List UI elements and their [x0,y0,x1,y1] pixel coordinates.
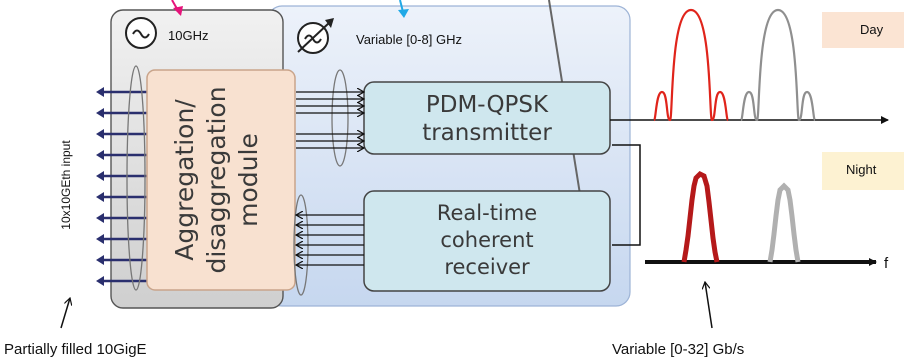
transmitter-line-2: transmitter [422,120,552,146]
day-badge [822,12,904,48]
transmitter-line-1: PDM-QPSK [426,92,549,118]
receiver-line-1: Real-time [437,201,537,225]
day-red-spectrum [652,8,730,122]
tx-loop-ellipse [331,69,349,167]
bottom-left-label: Partially filled 10GigE [4,341,147,358]
night-grey-spectrum [767,182,801,263]
aggregation-module-label: Aggregation/ disaggregation module [170,86,263,273]
day-label: Day [860,22,884,37]
day-grey-spectrum [739,8,817,122]
receiver-box [363,190,611,292]
night-badge [822,152,904,190]
night-red-spectrum [681,170,720,263]
variable-clock-icon [297,18,334,54]
module-line-2: disaggregation [202,86,231,273]
input-loop-ellipse [126,65,146,291]
fixed-clock-icon [125,17,157,49]
receiver-line-3: receiver [444,255,530,279]
loopback-fiber [612,144,641,246]
aggregation-module-box [146,69,296,291]
bottom-left-pointer [60,298,70,329]
rx-data-arrows [296,215,364,265]
fixed-clock-label: 10GHz [168,28,208,43]
bottom-right-pointer [705,282,713,329]
night-label: Night [846,162,877,177]
magenta-pointer-head [173,6,183,16]
module-line-1: Aggregation/ [170,99,199,261]
tx-data-arrows [296,92,364,148]
receiver-line-2: coherent [440,228,533,252]
cyan-pointer-head [398,9,409,18]
transmitter-box [363,81,611,155]
variable-clock-label: Variable [0-8] GHz [356,32,462,47]
bottom-right-label: Variable [0-32] Gb/s [612,341,744,358]
frequency-axis-label: f [884,255,889,272]
input-label: 10x10GEth input [59,140,73,230]
module-line-3: module [234,133,263,227]
